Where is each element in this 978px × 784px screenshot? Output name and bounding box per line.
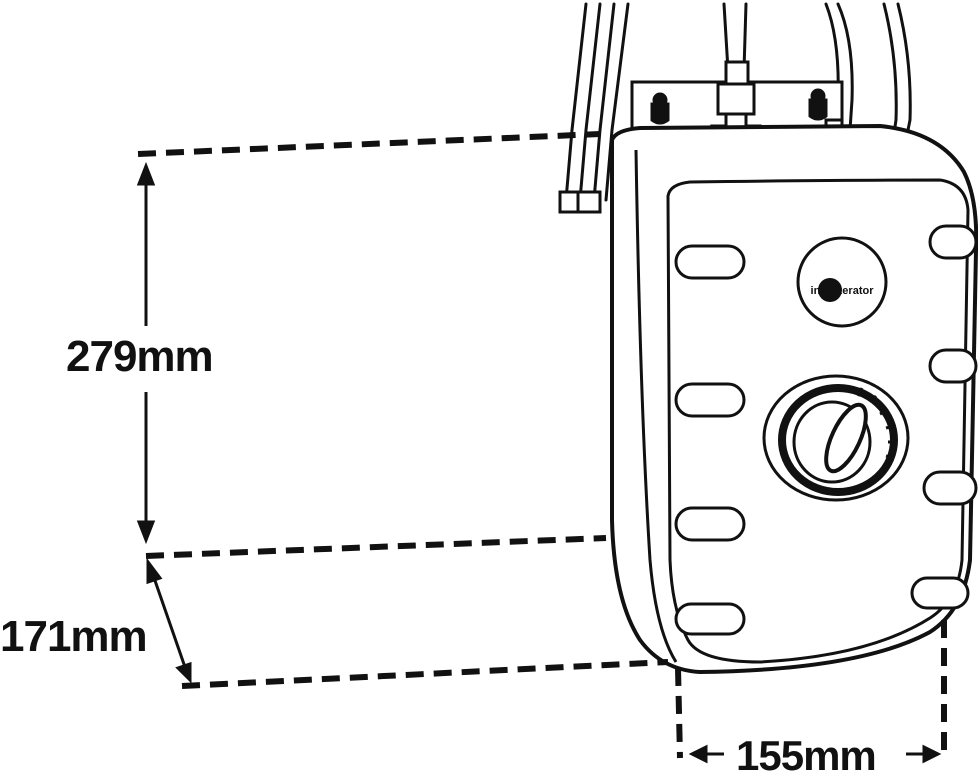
keyhole-left-icon xyxy=(650,92,670,125)
depth-dimension-label: 171mm xyxy=(0,612,148,661)
height-arrow xyxy=(136,161,156,545)
middle-dimension-line xyxy=(145,535,607,559)
dimension-lines xyxy=(137,131,947,759)
top-dimension-line xyxy=(137,131,601,157)
height-dimension-label: 279mm xyxy=(66,332,214,381)
keyhole-right-icon xyxy=(808,88,828,121)
grip-slots xyxy=(674,224,978,636)
temperature-dial-icon xyxy=(762,374,910,502)
depth-arrow xyxy=(146,557,192,684)
width-dimension-label: 155mm xyxy=(736,732,877,779)
logo-text: insinkerator xyxy=(811,285,875,297)
left-width-extension-line xyxy=(675,667,683,759)
width-arrow xyxy=(688,744,942,764)
brand-logo: insinkerator xyxy=(796,236,888,328)
bottom-dimension-line xyxy=(181,659,669,689)
